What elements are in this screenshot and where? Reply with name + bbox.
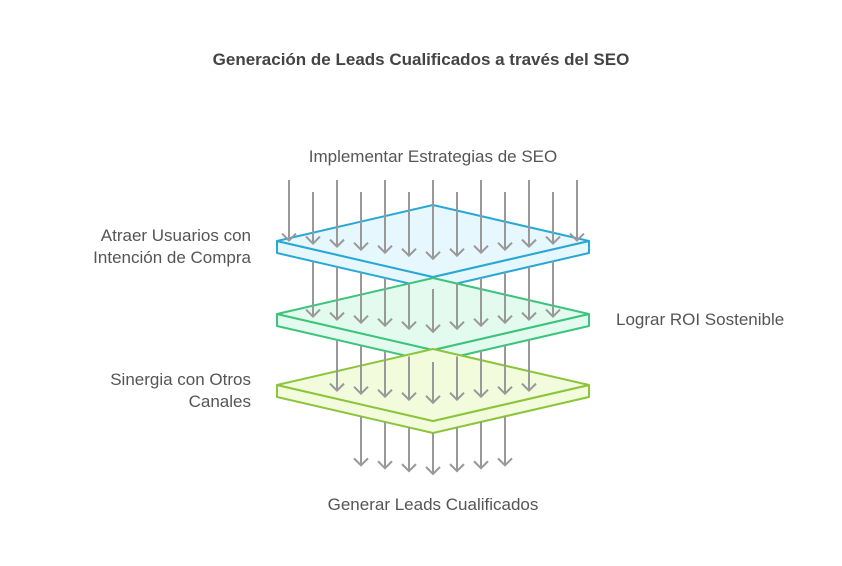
flow-arrow [497,345,513,396]
input-arrow [401,192,417,258]
output-arrow [401,427,417,473]
layer-label-lograr-roi: Lograr ROI Sostenible [616,310,785,329]
label-line: Intención de Compra [93,248,251,267]
input-arrow [449,192,465,258]
label-line: Canales [188,392,251,411]
flow-arrow [353,272,369,325]
flow-arrow [305,261,321,318]
input-arrow [473,180,489,255]
layer-label-sinergia-canales: Sinergia con Otros Canales [31,369,251,413]
input-arrow [305,192,321,245]
input-arrow [425,180,441,261]
input-arrow [353,192,369,252]
input-arrow [569,180,585,242]
label-line: Sinergia con Otros [110,370,251,389]
flow-arrow [497,272,513,325]
flow-arrow [401,356,417,402]
flow-arrow [449,283,465,331]
output-label: Generar Leads Cualificados [327,495,539,514]
output-arrow [449,427,465,473]
input-arrow [377,180,393,255]
layer-label-atraer-usuarios: Atraer Usuarios con Intención de Compra [31,225,251,269]
input-arrow [281,180,297,242]
input-arrow [497,192,513,252]
input-arrow [545,192,561,245]
output-arrow [353,416,369,467]
flow-arrow [425,362,441,405]
flow-arrow [521,339,537,393]
flow-arrow [401,283,417,331]
diagram-title: Generación de Leads Cualificados a travé… [212,50,630,69]
flow-arrow [425,289,441,334]
flow-arrow [353,345,369,396]
flow-arrow [473,277,489,328]
flow-arrow [329,339,345,393]
output-arrow [497,416,513,467]
flow-arrow [473,350,489,399]
output-arrow [377,421,393,470]
flow-arrow [545,261,561,318]
flow-arrow [521,266,537,322]
flow-arrow [329,266,345,322]
input-label: Implementar Estrategias de SEO [308,147,558,166]
flow-arrow [377,277,393,328]
output-arrow [425,433,441,476]
input-arrow [329,180,345,249]
output-arrow [473,421,489,470]
input-arrow [521,180,537,249]
label-line: Atraer Usuarios con [100,226,251,245]
flow-arrow [377,350,393,399]
flow-arrow [449,356,465,402]
